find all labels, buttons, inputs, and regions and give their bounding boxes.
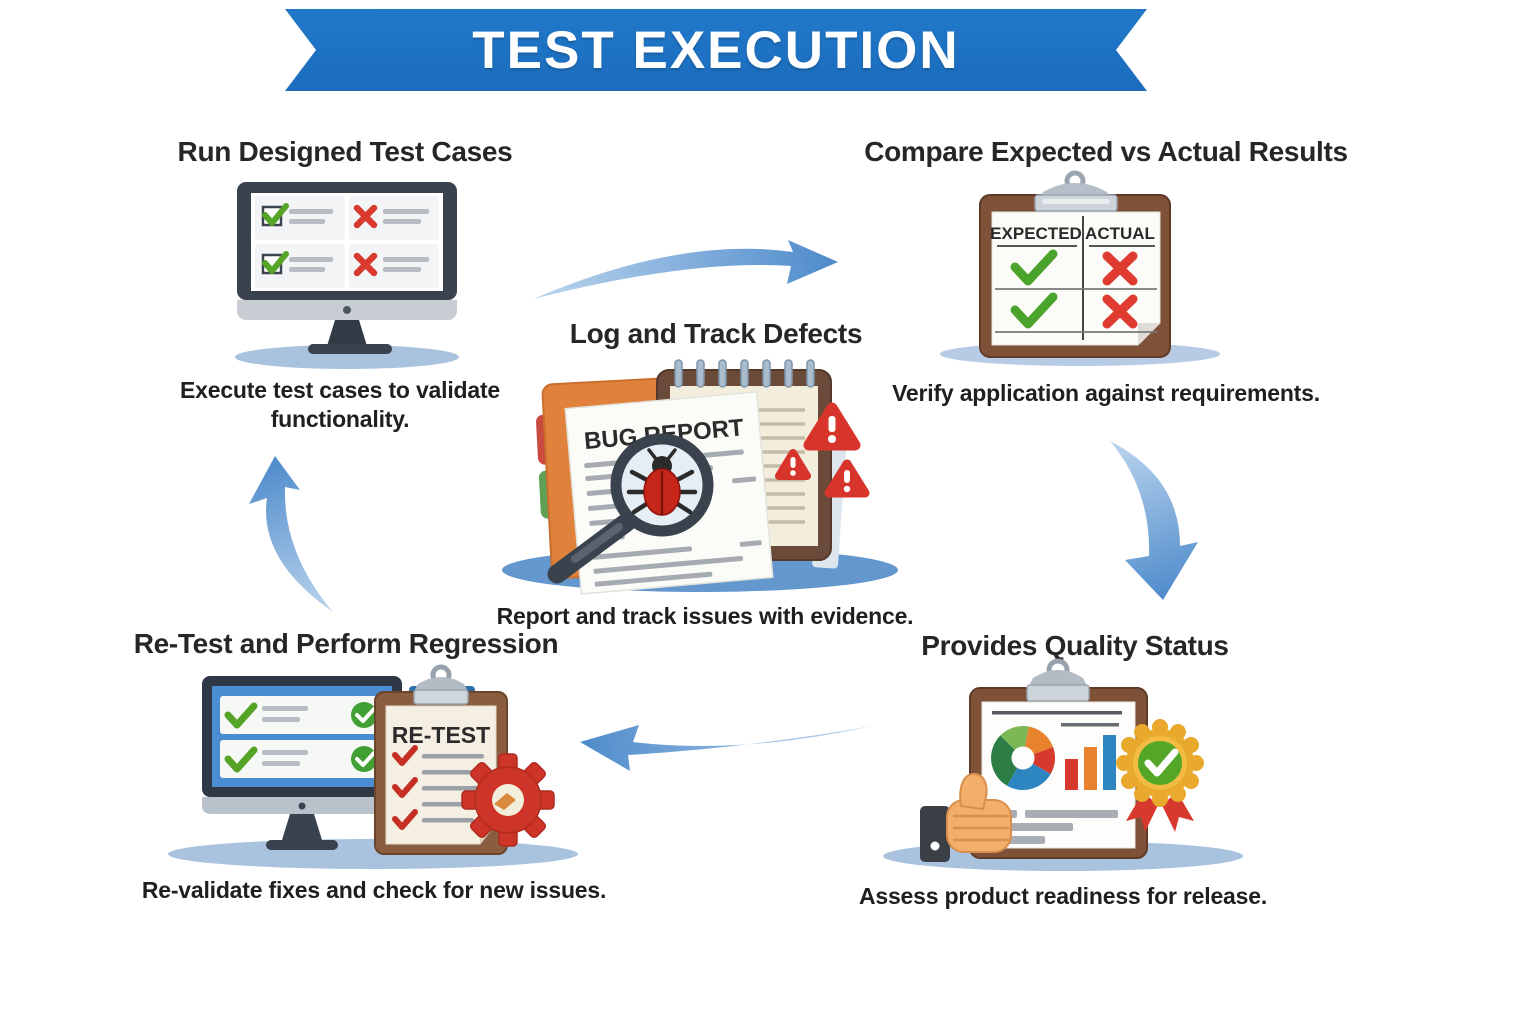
shadow — [235, 345, 459, 369]
clipboard-compare-icon: EXPECTED ACTUAL — [940, 170, 1220, 366]
step-title-quality-status: Provides Quality Status — [921, 630, 1229, 661]
title-ribbon: TEST EXECUTION — [285, 9, 1147, 91]
check-icon — [392, 745, 418, 830]
cross-icon — [353, 252, 378, 277]
warning-icon — [803, 402, 861, 451]
check-icon — [1010, 249, 1058, 286]
check-icon — [1010, 292, 1058, 329]
gear-icon — [461, 753, 555, 847]
step-caption-retest-regression: Re-validate fixes and check for new issu… — [141, 877, 607, 903]
cross-icon — [353, 204, 378, 229]
bar-chart-icon — [1065, 735, 1116, 790]
bug-report-icon: BUG REPORT — [502, 359, 898, 595]
column-header-actual: ACTUAL — [1085, 224, 1155, 243]
arrow-bottom-icon — [580, 725, 872, 771]
step-title-compare-results: Compare Expected vs Actual Results — [864, 136, 1348, 167]
arrow-top-icon — [533, 240, 838, 299]
retest-regression-icon: RE-TEST — [168, 664, 578, 869]
test-case-grid — [255, 196, 439, 288]
column-header-expected: EXPECTED — [990, 224, 1082, 243]
document-title: RE-TEST — [392, 722, 490, 748]
step-caption-run-tests: Execute test cases to validate functiona… — [180, 377, 500, 432]
spiral-rings — [674, 359, 815, 388]
check-icon — [261, 251, 289, 275]
step-title-log-defects: Log and Track Defects — [569, 318, 863, 349]
quality-status-icon — [883, 658, 1243, 871]
cross-icon — [1102, 294, 1138, 329]
folded-corner — [1138, 323, 1160, 345]
warning-icon — [775, 449, 811, 480]
step-title-retest-regression: Re-Test and Perform Regression — [133, 628, 559, 659]
step-title-run-tests: Run Designed Test Cases — [177, 136, 513, 167]
page-title: TEST EXECUTION — [472, 20, 960, 80]
clipboard-clip-icon — [1034, 170, 1118, 212]
step-caption-quality-status: Assess product readiness for release. — [858, 883, 1268, 909]
arrow-right-icon — [1110, 441, 1198, 600]
arrow-left-icon — [249, 456, 333, 612]
cross-icon — [1102, 251, 1138, 286]
monitor-test-results-icon — [235, 182, 459, 369]
check-icon — [261, 203, 289, 227]
award-badge-icon — [1116, 719, 1204, 832]
check-icon — [1144, 748, 1179, 777]
wrench-icon — [494, 793, 516, 810]
step-caption-log-defects: Report and track issues with evidence. — [496, 603, 914, 629]
compare-table: EXPECTED ACTUAL — [990, 216, 1157, 340]
warning-icon — [824, 459, 870, 498]
passed-row — [220, 740, 384, 778]
step-caption-compare-results: Verify application against requirements. — [892, 380, 1320, 406]
monitor-icon — [202, 676, 402, 850]
bug-icon — [626, 448, 698, 516]
passed-row — [220, 696, 384, 734]
pie-chart-icon — [991, 726, 1056, 790]
thumbs-up-icon — [920, 772, 1012, 862]
magnifier-icon — [547, 433, 714, 584]
